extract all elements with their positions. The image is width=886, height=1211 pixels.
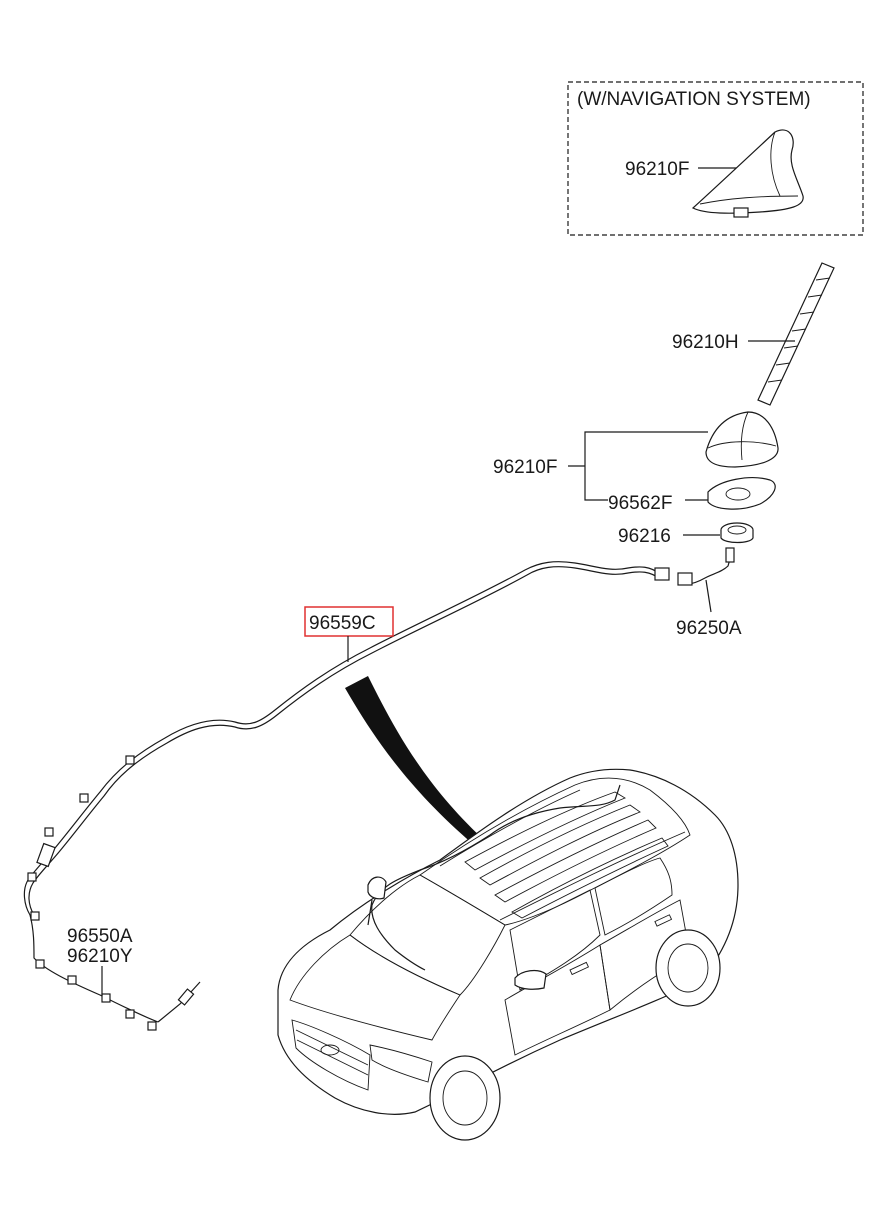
label-96562F: 96562F	[608, 493, 672, 514]
label-96550A: 96550A	[67, 926, 133, 947]
label-96210H: 96210H	[672, 332, 739, 353]
antenna-nut	[720, 522, 754, 544]
antenna-rod	[757, 262, 835, 406]
highlight-box	[304, 606, 394, 637]
location-pointer-arrow	[345, 676, 482, 845]
vehicle-illustration	[277, 768, 739, 1141]
feeder-cable	[677, 547, 735, 613]
label-96210F: 96210F	[493, 457, 557, 478]
main-roof-cable	[23, 561, 670, 1031]
label-96216: 96216	[618, 526, 671, 547]
label-96559C: 96559C	[309, 613, 376, 634]
highlighted-part-callout[interactable]: 96559C	[304, 606, 394, 637]
antenna-base	[705, 411, 779, 468]
shark-fin-antenna-icon	[691, 129, 804, 218]
label-96250A: 96250A	[676, 618, 742, 639]
inset-part-label: 96210F	[625, 159, 689, 180]
inset-title: (W/NAVIGATION SYSTEM)	[577, 89, 811, 110]
navigation-inset: (W/NAVIGATION SYSTEM) 96210F	[567, 81, 864, 236]
antenna-pad	[707, 477, 776, 510]
label-96210Y: 96210Y	[67, 946, 133, 967]
